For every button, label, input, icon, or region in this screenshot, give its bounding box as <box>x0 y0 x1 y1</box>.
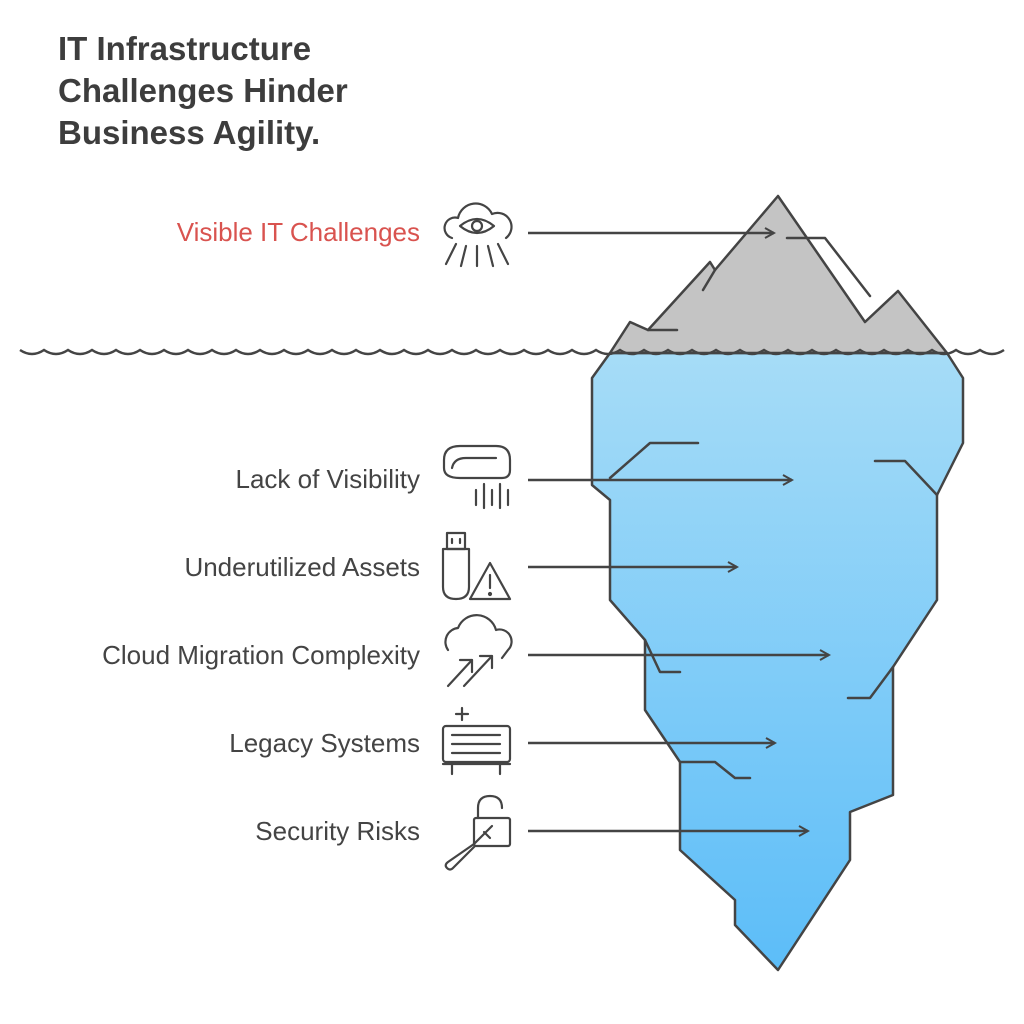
page-title: IT Infrastructure Challenges Hinder Busi… <box>58 30 348 151</box>
legacy-systems-label: Legacy Systems <box>229 728 420 758</box>
eye-icon <box>443 202 513 268</box>
water-line <box>19 348 1005 356</box>
usb-warning-icon <box>441 531 512 601</box>
lock-key-icon <box>444 794 512 871</box>
cloud-migration-label: Cloud Migration Complexity <box>102 640 420 670</box>
iceberg-underwater <box>590 351 965 972</box>
lack-of-visibility-label: Lack of Visibility <box>235 464 421 494</box>
iceberg-crease-lines <box>608 236 939 780</box>
cloud-arrows-icon <box>444 614 513 688</box>
underutilized-assets-label: Underutilized Assets <box>184 552 420 582</box>
security-risks-label: Security Risks <box>255 816 420 846</box>
visible-challenges-label: Visible IT Challenges <box>176 217 420 247</box>
server-icon <box>441 706 512 776</box>
visor-icon <box>442 444 512 510</box>
